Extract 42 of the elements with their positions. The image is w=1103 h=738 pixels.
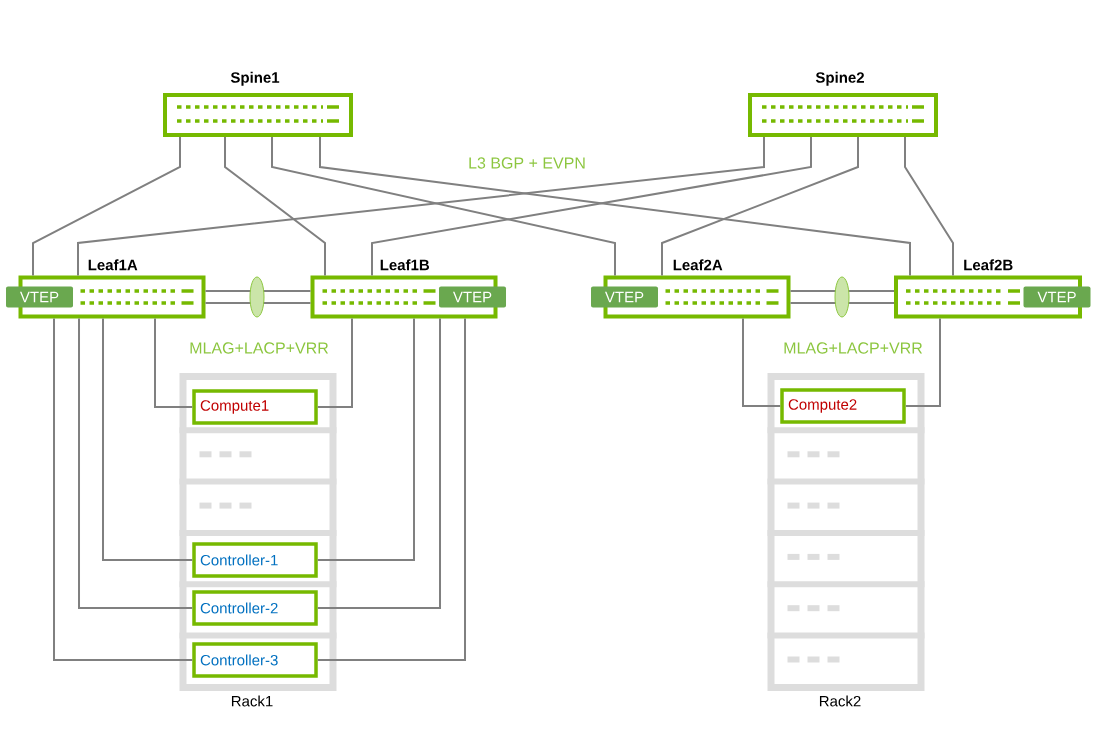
cable-line: [271, 136, 616, 277]
server-box: Controller-1: [192, 542, 318, 578]
switch-label: Leaf1B: [380, 259, 430, 271]
cable-line: [904, 317, 941, 407]
vtep-badge: VTEP: [6, 286, 73, 308]
cable-line: [316, 317, 353, 408]
server-box: Controller-3: [192, 642, 318, 678]
cable-line: [742, 317, 782, 407]
cable-line: [904, 136, 954, 277]
cable-line: [204, 290, 312, 292]
cable-line: [316, 317, 415, 561]
protocol-label: MLAG+LACP+VRR: [188, 341, 330, 355]
cable-line: [53, 317, 194, 661]
cable-line: [371, 136, 812, 277]
server-box: Controller-2: [192, 590, 318, 626]
cable-line: [224, 136, 326, 277]
switch-label: Leaf2B: [964, 259, 1013, 271]
cable-line: [77, 136, 765, 277]
switch-label: Spine2: [815, 71, 864, 86]
cable-line: [78, 317, 194, 609]
rack-label: Rack2: [816, 693, 864, 709]
server-box: Compute2: [780, 388, 906, 424]
cable-line: [316, 317, 466, 661]
cable-line: [102, 317, 194, 561]
switch-label: Leaf2A: [673, 259, 723, 271]
switch-label: Spine1: [230, 71, 280, 86]
vtep-badge: VTEP: [591, 286, 658, 308]
cable-line: [154, 317, 194, 408]
cable-line: [789, 302, 895, 304]
protocol-label: MLAG+LACP+VRR: [782, 341, 924, 355]
server-box: Compute1: [192, 389, 318, 425]
vtep-badge: VTEP: [1023, 286, 1091, 308]
rack-label: Rack1: [228, 693, 276, 709]
switch-label: Leaf1A: [88, 259, 138, 271]
cable-line: [789, 290, 895, 292]
cable-line: [204, 302, 312, 304]
protocol-label: L3 BGP + EVPN: [467, 156, 587, 170]
cable-line: [32, 136, 181, 277]
cable-line: [316, 317, 441, 609]
cable-line: [661, 136, 859, 277]
vtep-badge: VTEP: [439, 286, 506, 308]
cable-line: [319, 136, 911, 277]
